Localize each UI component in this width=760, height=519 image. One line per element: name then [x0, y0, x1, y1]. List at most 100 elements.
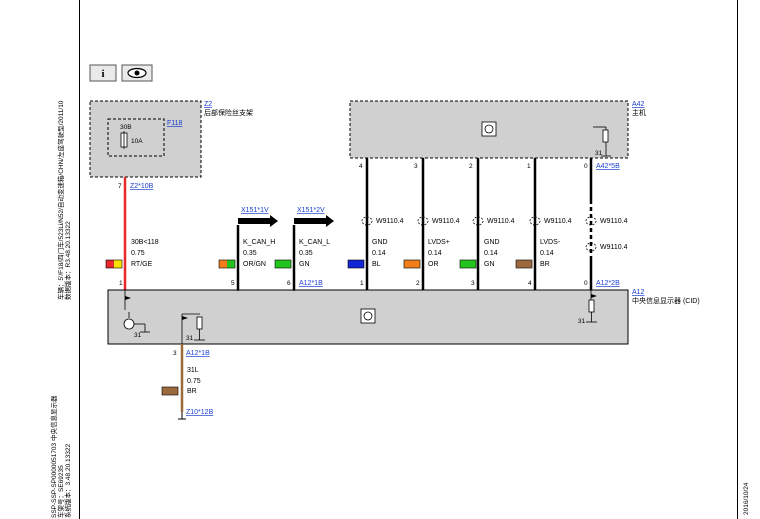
z2-fuse-box: 30B 10A F118	[89, 100, 202, 178]
wire2-color-swatch	[218, 259, 236, 269]
wire7-color-code: BR	[540, 261, 550, 268]
eye-icon	[127, 67, 147, 79]
arrow-k-can-h-icon	[238, 215, 278, 227]
a12-ground-left: 31	[134, 332, 142, 339]
right-side-date: 2016/10/24	[743, 482, 750, 515]
info-button[interactable]: i	[89, 64, 117, 82]
wire-shield-drain	[585, 158, 597, 290]
a42-pin-2: 2	[469, 163, 473, 170]
arrow-k-can-l-icon	[294, 215, 334, 227]
a42-pin-0: 0	[584, 163, 588, 170]
ground-wire-color-swatch	[161, 386, 179, 396]
wire6-color-code: GN	[484, 261, 495, 268]
side-vehicle: 车辆：5'/F18/四门车/523Li/N52/自动变速箱/CHN/左座驾驶型/…	[56, 100, 65, 300]
wire3-signal: K_CAN_L	[299, 239, 330, 246]
a12-pin-1a: 1	[119, 280, 123, 287]
a12-conn-right-link[interactable]: A12*2B	[596, 280, 620, 287]
wire3-size: 0.35	[299, 250, 313, 257]
wire-lvds-plus	[417, 158, 429, 290]
z2-conn-link[interactable]: Z2*10B	[130, 183, 154, 190]
a12-pin-4: 4	[528, 280, 532, 287]
a42-conn-link[interactable]: A42*5B	[596, 163, 620, 170]
wire1-color-swatch	[105, 259, 123, 269]
fuse-rating: 10A	[131, 138, 143, 145]
ground-wire-end-conn-link[interactable]: Z10*12B	[186, 409, 214, 416]
wire7-color-swatch	[515, 259, 533, 269]
a42-resistor-icon	[602, 129, 609, 143]
wire4-size: 0.14	[372, 250, 386, 257]
wire6-shield: W9110.4	[487, 218, 515, 225]
wire4-shield: W9110.4	[376, 218, 404, 225]
fuse-ref-link[interactable]: F118	[167, 120, 183, 127]
a12-pin-1b: 1	[360, 280, 364, 287]
a42-ref-link[interactable]: A42	[632, 101, 645, 108]
wire5-color-code: OR	[428, 261, 439, 268]
wire2-size: 0.35	[243, 250, 257, 257]
a42-symbol-icon	[481, 121, 497, 137]
wire-gnd-gn	[472, 158, 484, 290]
ground-wire-pin: 3	[173, 350, 177, 357]
wire1-color-code: RT/GE	[131, 261, 153, 268]
ground-wire-signal: 31L	[187, 367, 199, 374]
wire3-link[interactable]: X151*2V	[297, 207, 325, 214]
side-date: 2016/10/24	[743, 482, 750, 515]
wire2-color-code: OR/GN	[243, 261, 266, 268]
z2-pin: 7	[118, 183, 122, 190]
cid-resistor-mid-icon	[196, 316, 203, 330]
side-title: SSP-SSP-SP0000051703 中央信息显示器	[49, 395, 58, 518]
z2-desc: 后部保险丝支架	[204, 108, 253, 117]
left-side-info: SSP-SSP-SP0000051703 中央信息显示器 车架号：SE69235…	[49, 395, 72, 518]
shield-label-top: W9110.4	[600, 218, 628, 225]
info-icon: i	[101, 68, 104, 80]
wire3-color-code: GN	[299, 261, 310, 268]
a12-cid-box	[107, 289, 629, 345]
a12-ref-link[interactable]: A12	[632, 289, 645, 296]
a12-ground-right: 31	[578, 318, 586, 325]
wire2-link[interactable]: X151*1V	[241, 207, 269, 214]
ground-wire-size: 0.75	[187, 378, 201, 385]
a12-ground-mid: 31	[186, 335, 194, 342]
a42-ground-label: 31	[595, 150, 603, 157]
a42-pin-3: 3	[414, 163, 418, 170]
wire1-signal: 30B<118	[131, 239, 159, 246]
side-system-version: 系统版本：3.48.20.13322	[63, 444, 72, 518]
cid-resistor-right-icon	[588, 299, 595, 313]
cid-power-symbol-icon	[123, 318, 135, 330]
wire6-signal: GND	[484, 239, 500, 246]
wire5-signal: LVDS+	[428, 239, 450, 246]
a12-pin-5: 5	[231, 280, 235, 287]
wire4-color-code: BL	[372, 261, 381, 268]
wire5-color-swatch	[403, 259, 421, 269]
ground-wire-color-code: BR	[187, 388, 197, 395]
cid-symbol-icon	[360, 308, 376, 324]
wire6-color-swatch	[459, 259, 477, 269]
wire7-shield: W9110.4	[544, 218, 572, 225]
a12-pin-0: 0	[584, 280, 588, 287]
a12-pin-6: 6	[287, 280, 291, 287]
wire4-signal: GND	[372, 239, 388, 246]
z2-ref-link[interactable]: Z2	[204, 101, 212, 108]
ground-wire-conn-link[interactable]: A12*1B	[186, 350, 210, 357]
side-data-version: 数据版本：R3.48.20.13322	[63, 221, 72, 300]
wire-gnd-bl	[361, 158, 373, 290]
wire3-color-swatch	[274, 259, 292, 269]
wire1-size: 0.75	[131, 250, 145, 257]
fuse-pin-label: 30B	[120, 124, 132, 131]
a42-pin-4: 4	[359, 163, 363, 170]
a12-pin-2: 2	[416, 280, 420, 287]
wire4-color-swatch	[347, 259, 365, 269]
a12-conn-mid-link[interactable]: A12*1B	[299, 280, 323, 287]
shield-label-bottom: W9110.4	[600, 244, 628, 251]
a42-head-unit: 31	[349, 100, 629, 159]
wire7-signal: LVDS-	[540, 239, 561, 246]
wire5-size: 0.14	[428, 250, 442, 257]
a12-pin-3: 3	[471, 280, 475, 287]
left-side-vehicle: 车辆：5'/F18/四门车/523Li/N52/自动变速箱/CHN/左座驾驶型/…	[56, 100, 72, 300]
wire7-size: 0.14	[540, 250, 554, 257]
wire6-size: 0.14	[484, 250, 498, 257]
view-button[interactable]	[121, 64, 153, 82]
wire2-signal: K_CAN_H	[243, 239, 275, 246]
a42-desc: 主机	[632, 108, 646, 117]
a42-pin-1: 1	[527, 163, 531, 170]
